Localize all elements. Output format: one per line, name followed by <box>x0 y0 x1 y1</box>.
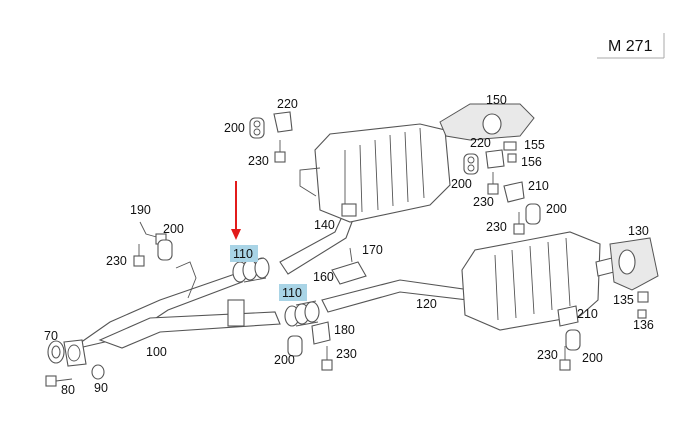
bolt-230-c[interactable] <box>513 212 525 235</box>
callout-200-a: 200 <box>224 121 245 135</box>
rear-muffler[interactable] <box>461 231 615 331</box>
callout-200-e: 200 <box>274 353 295 367</box>
callout-190: 190 <box>130 203 151 217</box>
callout-155: 155 <box>524 138 545 152</box>
model-code-box: M 271 <box>597 33 665 59</box>
bracket-220-b[interactable] <box>485 149 505 169</box>
callout-140: 140 <box>314 218 335 232</box>
callout-136: 136 <box>633 318 654 332</box>
callout-180: 180 <box>334 323 355 337</box>
model-code: M 271 <box>608 38 653 55</box>
rubber-mount-200-e[interactable] <box>287 335 303 357</box>
clamp-110-right[interactable] <box>284 300 320 327</box>
rubber-mount-200-b[interactable] <box>463 153 479 175</box>
callout-230-d: 230 <box>486 220 507 234</box>
upper-muffler[interactable] <box>299 123 451 223</box>
bracket-210-a[interactable] <box>503 181 525 203</box>
bracket-160-170[interactable] <box>331 247 367 285</box>
bracket-220-a[interactable] <box>273 111 293 133</box>
callout-90: 90 <box>94 381 108 395</box>
callout-170: 170 <box>362 243 383 257</box>
washer-90[interactable] <box>91 364 105 380</box>
callout-230-c: 230 <box>106 254 127 268</box>
callout-200-d: 200 <box>163 222 184 236</box>
callout-100: 100 <box>146 345 167 359</box>
callout-230-a: 230 <box>248 154 269 168</box>
red-arrow-pointer <box>231 181 241 240</box>
highlight-110-right <box>279 284 307 301</box>
rubber-mount-200-f[interactable] <box>565 329 581 351</box>
callout-70: 70 <box>44 329 58 343</box>
bracket-180[interactable] <box>311 321 331 345</box>
rubber-mount-200-c[interactable] <box>525 203 541 225</box>
bolt-230-b[interactable] <box>487 172 499 195</box>
tailpipe-trim-130[interactable] <box>609 237 659 291</box>
bolt-230-f[interactable] <box>559 346 571 371</box>
callout-230-f: 230 <box>537 348 558 362</box>
callout-120: 120 <box>416 297 437 311</box>
bracket-210-b[interactable] <box>557 305 579 327</box>
rubber-mount-200-d[interactable] <box>157 239 173 261</box>
callout-130: 130 <box>628 224 649 238</box>
callout-160: 160 <box>313 270 334 284</box>
callout-230-b: 230 <box>473 195 494 209</box>
highlight-110-left <box>230 245 258 262</box>
callout-156: 156 <box>521 155 542 169</box>
callout-220-a: 220 <box>277 97 298 111</box>
callout-110-right: 110 <box>282 286 302 300</box>
callout-220-b: 220 <box>470 136 491 150</box>
callout-210-a: 210 <box>528 179 549 193</box>
clip-135[interactable] <box>637 291 649 303</box>
front-y-pipe[interactable] <box>47 261 281 367</box>
bolt-80[interactable] <box>45 375 73 387</box>
callout-200-b: 200 <box>451 177 472 191</box>
callout-150: 150 <box>486 93 507 107</box>
bracket-155[interactable] <box>503 141 517 163</box>
callout-200-c: 200 <box>546 202 567 216</box>
callout-80: 80 <box>61 383 75 397</box>
bolt-230-d[interactable] <box>133 244 145 267</box>
callout-110-left: 110 <box>233 247 253 261</box>
bolt-230-e[interactable] <box>321 346 333 371</box>
bolt-230-a[interactable] <box>274 140 286 163</box>
bolt-136[interactable] <box>637 309 647 319</box>
rubber-mount-200-a[interactable] <box>249 117 265 139</box>
callout-210-b: 210 <box>577 307 598 321</box>
intermediate-pipe-right[interactable] <box>321 279 471 313</box>
tailpipe-trim-150[interactable] <box>439 103 535 141</box>
callout-230-e: 230 <box>336 347 357 361</box>
callout-200-f: 200 <box>582 351 603 365</box>
callout-135: 135 <box>613 293 634 307</box>
clamp-110-left[interactable] <box>232 257 270 283</box>
